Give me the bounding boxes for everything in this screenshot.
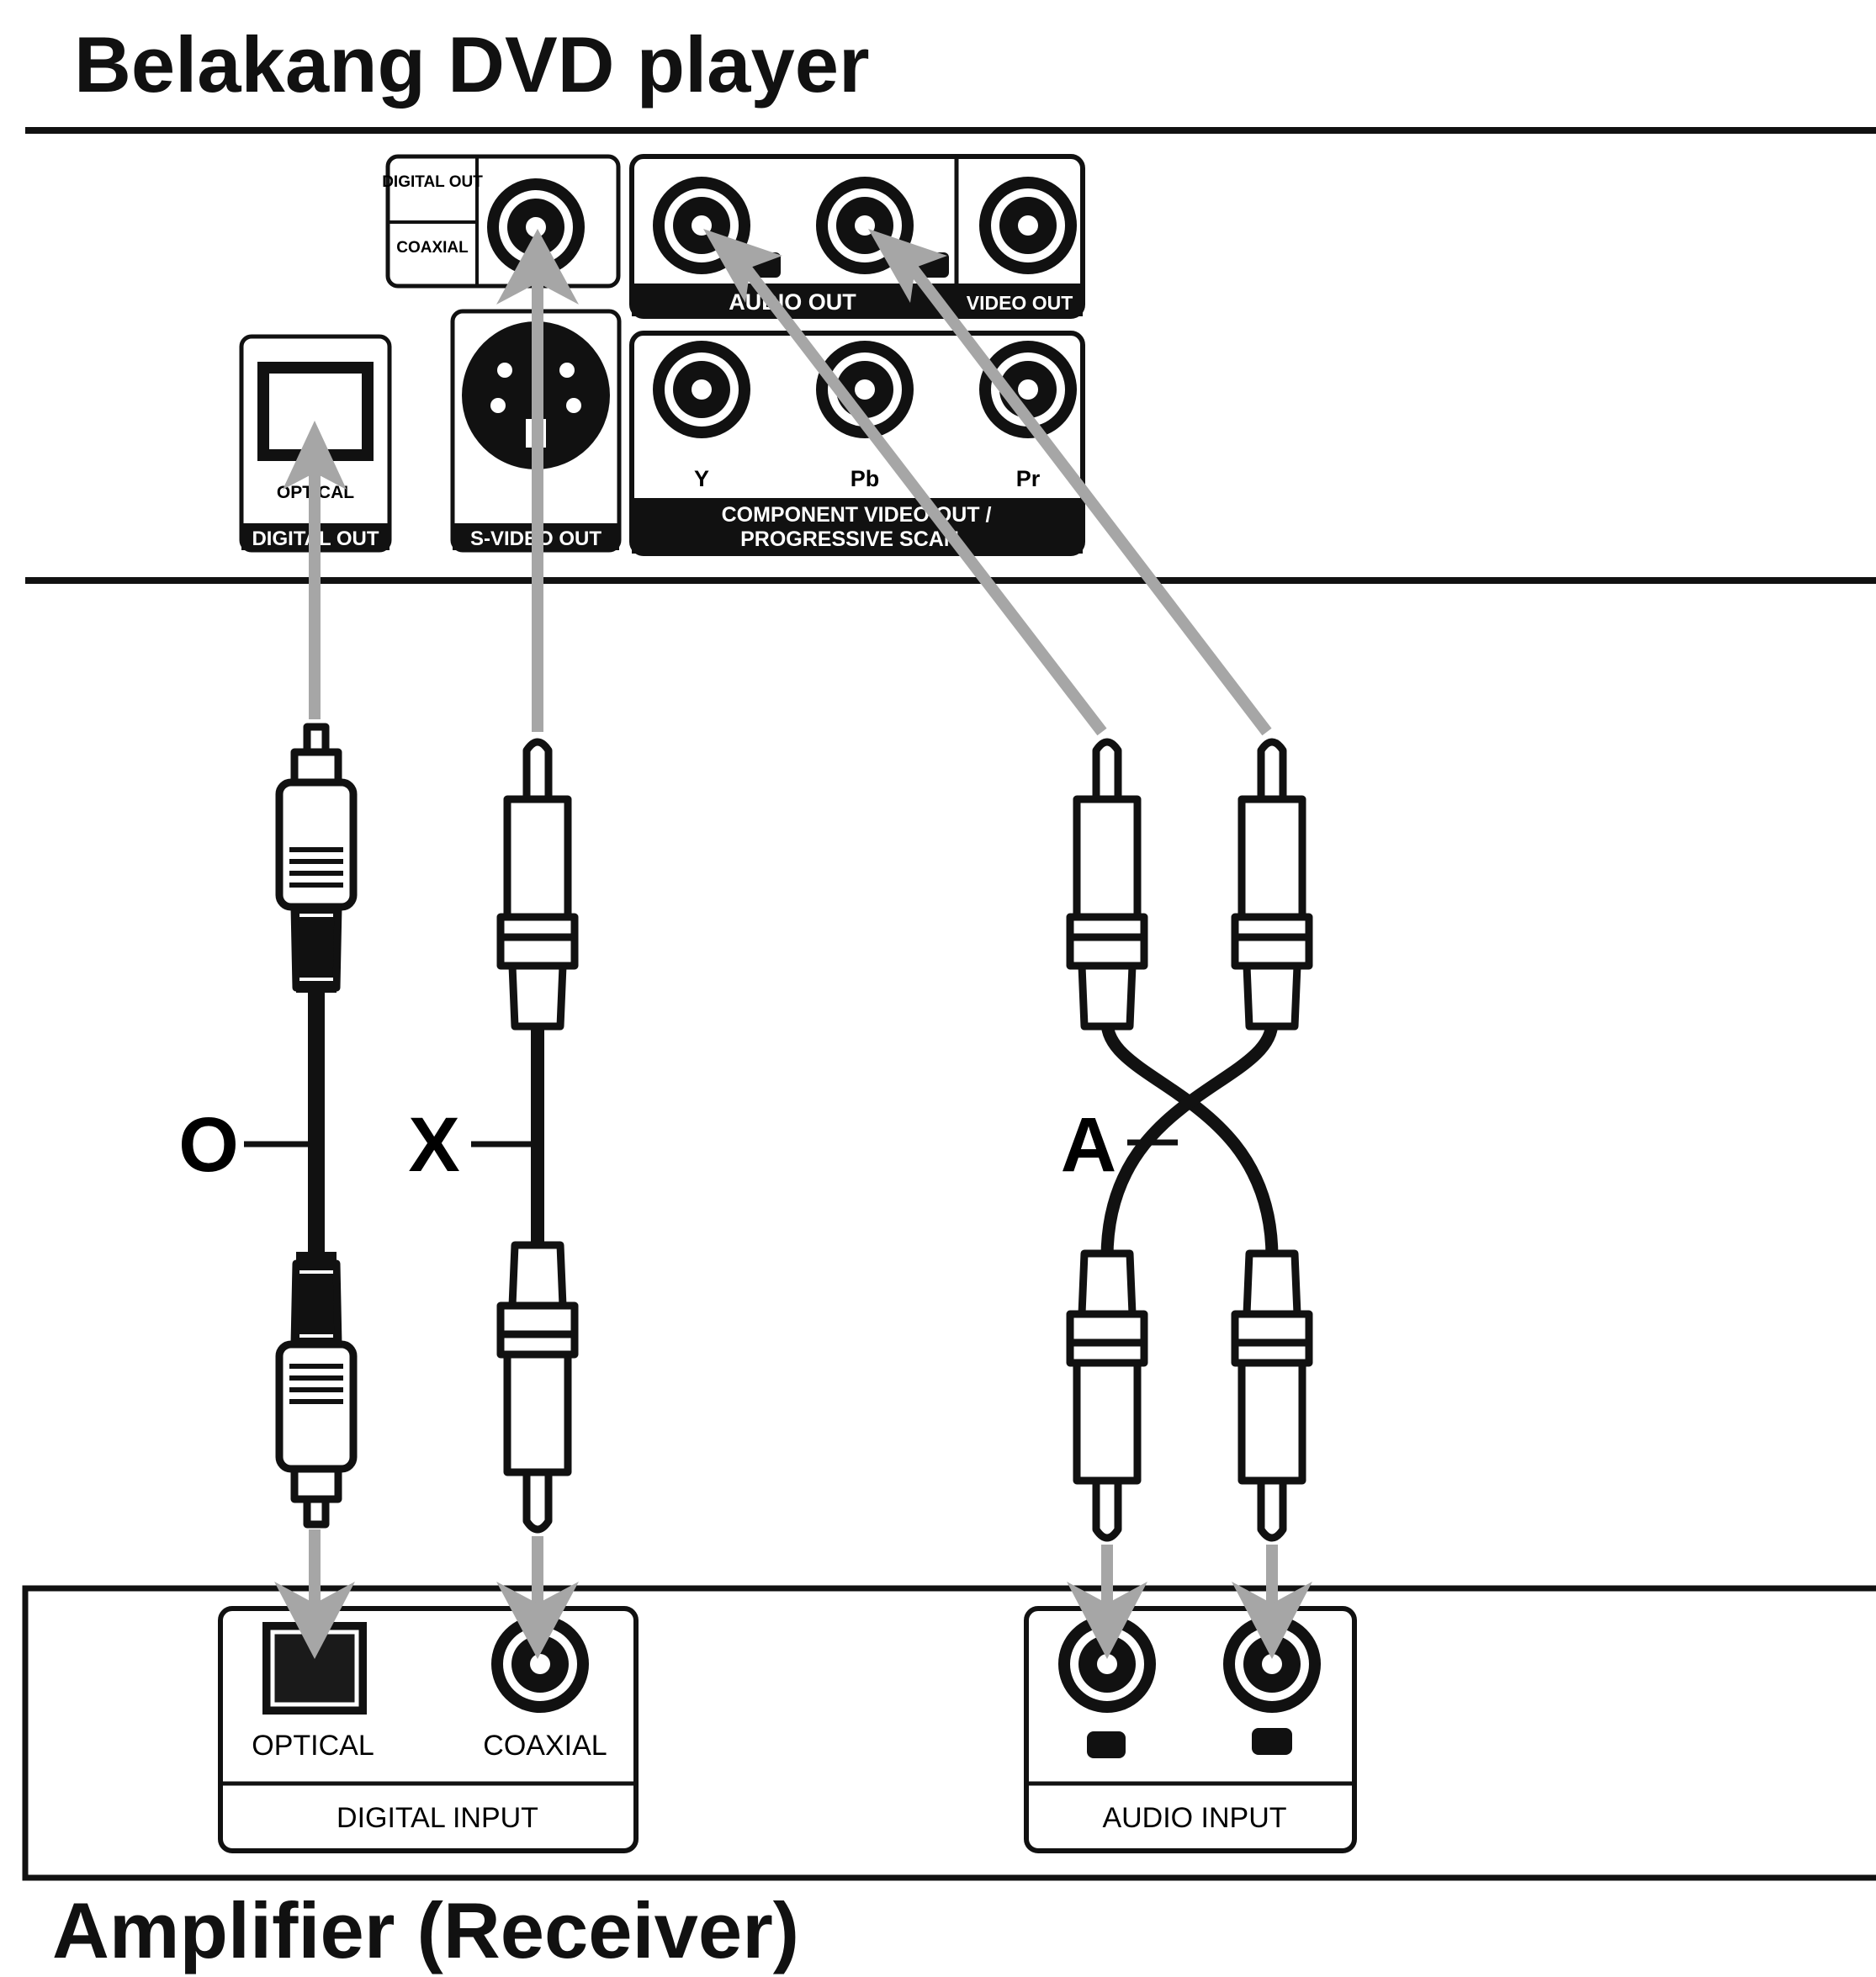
- component-video-out-group: Y Pb Pr COMPONENT VIDEO OUT / PROGRESSIV…: [629, 331, 1085, 556]
- digital-out-label: DIGITAL OUT: [382, 173, 483, 191]
- connection-arrows: [274, 229, 1312, 1659]
- progressive-scan-label: PROGRESSIVE SCAN: [740, 527, 959, 551]
- audio-input-label: AUDIO INPUT: [1102, 1802, 1286, 1834]
- component-y-label: Y: [694, 466, 709, 491]
- arrow-optical-down: [274, 1529, 355, 1659]
- audio-video-out-group: AUDIO OUT VIDEO OUT: [629, 154, 1085, 319]
- arrow-audio-left-up: [703, 229, 1107, 736]
- audio-input-group: AUDIO INPUT: [1024, 1606, 1357, 1853]
- arrow-coaxial-up: [496, 229, 579, 732]
- amplifier-title: Amplifier (Receiver): [52, 1886, 800, 1974]
- arrow-optical-up: [283, 421, 347, 719]
- audio-cable-label: A: [1061, 1102, 1116, 1188]
- dvd-rear-panel: DIGITAL OUT COAXIAL AUDIO OUT VIDEO OUT …: [25, 127, 1876, 584]
- component-pb-label: Pb: [851, 466, 880, 491]
- video-out-jack: [979, 177, 1077, 274]
- arrow-audio-right-up: [868, 229, 1272, 736]
- audio-out-label: AUDIO OUT: [729, 289, 856, 315]
- coaxial-cable-label: X: [408, 1102, 459, 1188]
- digital-input-label: DIGITAL INPUT: [337, 1802, 538, 1834]
- arrow-audio-left-down: [1067, 1545, 1147, 1659]
- coaxial-digital-out-jack: DIGITAL OUT COAXIAL: [382, 154, 621, 289]
- optical-cable: O: [178, 727, 353, 1524]
- component-y-jack: [653, 341, 750, 438]
- optical-input-label: OPTICAL: [252, 1730, 374, 1762]
- audio-cable: A: [1061, 742, 1309, 1538]
- digital-input-group: OPTICAL COAXIAL DIGITAL INPUT: [218, 1606, 639, 1853]
- coaxial-cable: X: [408, 742, 575, 1529]
- arrow-coaxial-down: [496, 1536, 579, 1659]
- dvd-player-title: Belakang DVD player: [74, 20, 870, 109]
- optical-cable-label: O: [178, 1102, 239, 1188]
- coaxial-label: COAXIAL: [396, 239, 469, 257]
- video-out-label: VIDEO OUT: [967, 292, 1073, 314]
- component-pr-label: Pr: [1016, 466, 1041, 491]
- arrow-audio-right-down: [1232, 1545, 1312, 1659]
- component-video-out-label: COMPONENT VIDEO OUT /: [722, 503, 992, 527]
- amplifier-rear-panel: OPTICAL COAXIAL DIGITAL INPUT AUDIO INPU…: [22, 1585, 1876, 1881]
- coaxial-input-label: COAXIAL: [483, 1730, 607, 1762]
